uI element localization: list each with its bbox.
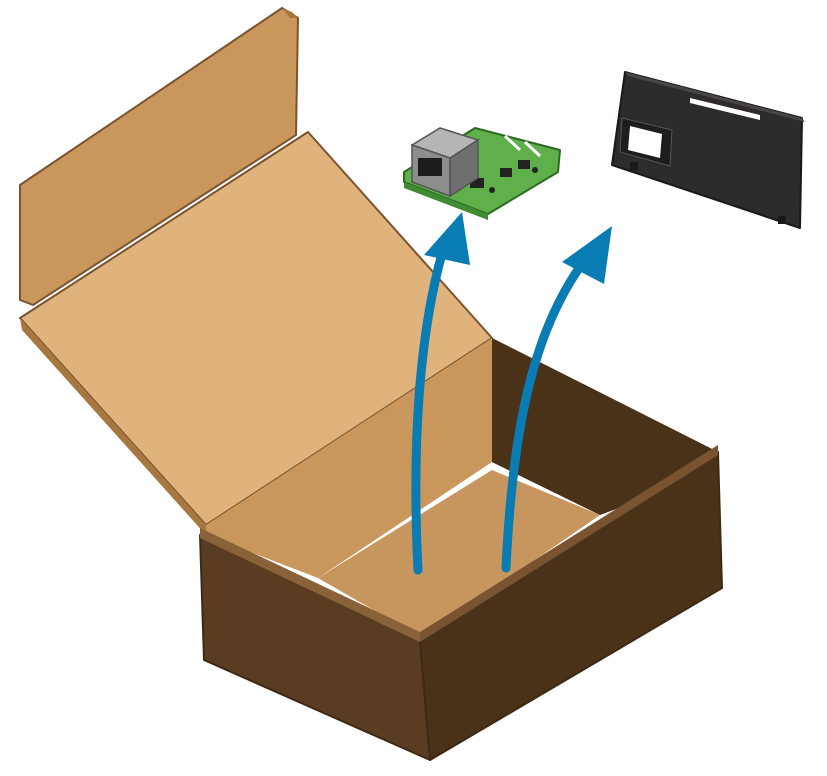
rj45-connector-side — [449, 138, 479, 198]
board-chip — [470, 178, 484, 188]
box-back-lid-edge — [282, 8, 298, 18]
board-pcb-edge — [404, 182, 488, 220]
up-arrow-head — [424, 212, 470, 265]
network-interface-board-icon — [403, 127, 561, 220]
port-cover-plate-icon — [611, 71, 805, 229]
cover-plate-body — [611, 71, 803, 229]
board-component — [532, 167, 538, 173]
cover-plate-foot — [778, 216, 786, 224]
board-component — [489, 187, 495, 193]
lift-out-arrows — [411, 212, 612, 575]
cover-plate-port-opening — [628, 126, 662, 158]
box-inside-right-wall — [492, 338, 718, 515]
board-slot — [503, 134, 522, 152]
board-chip — [500, 168, 512, 177]
up-arrow-icon — [501, 251, 593, 573]
up-arrow-icon — [411, 235, 451, 575]
box-floor — [318, 470, 600, 638]
cover-plate-foot — [630, 162, 638, 170]
board-slot — [523, 140, 542, 158]
cover-plate-slot — [690, 98, 760, 120]
box-front-flap-edge — [20, 318, 206, 535]
rj45-port-opening — [418, 158, 442, 176]
box-front-rim — [200, 528, 420, 642]
open-cardboard-box-icon — [19, 7, 723, 761]
box-right-rim — [420, 445, 718, 642]
board-chip — [518, 160, 530, 169]
up-arrow-head — [562, 226, 612, 284]
cover-plate-top-lip — [625, 72, 805, 122]
